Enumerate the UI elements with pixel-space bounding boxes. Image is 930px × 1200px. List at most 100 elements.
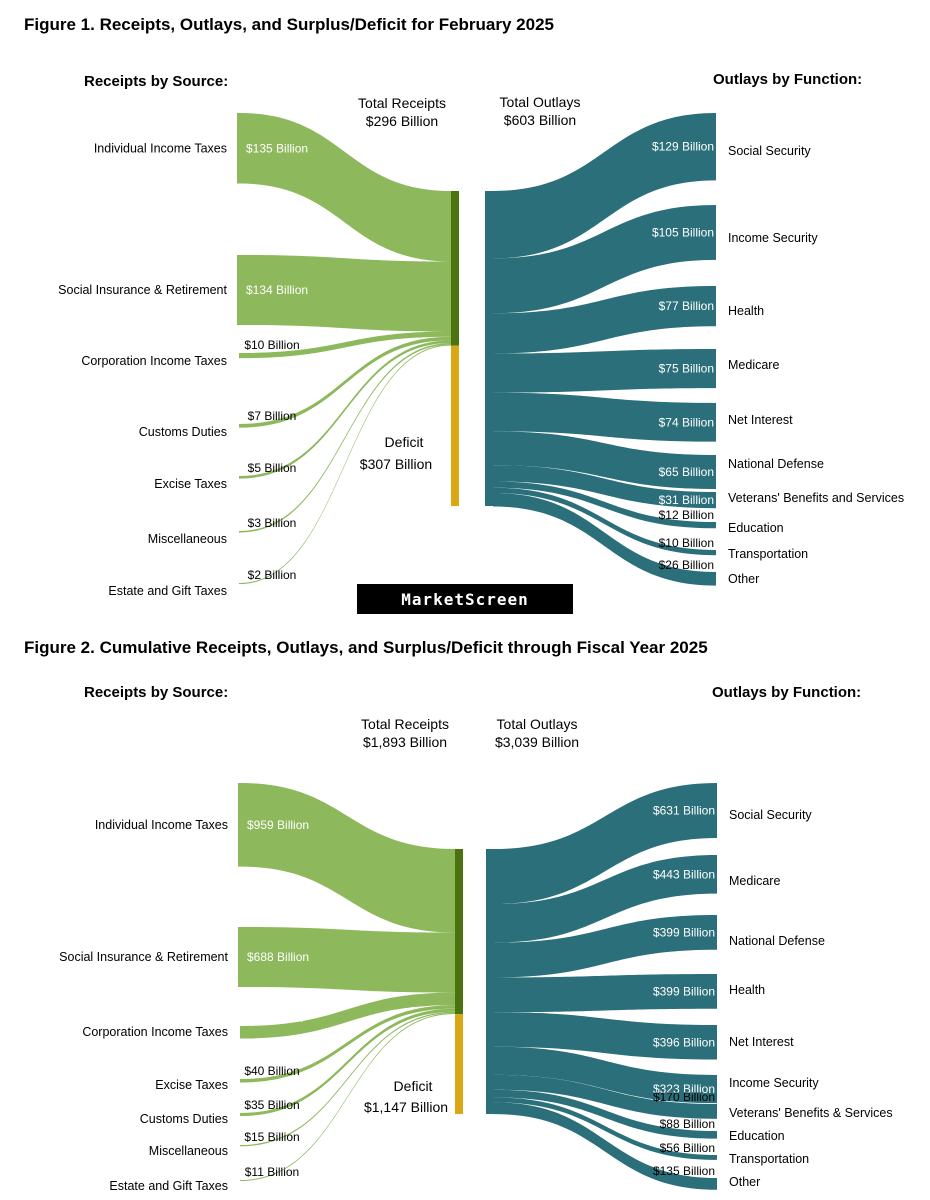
outlay-flow-income-security [493,205,716,314]
receipt-value-customs-duties: $7 Billion [248,409,297,423]
receipt-name-social-insurance-retirement: Social Insurance & Retirement [58,283,227,297]
receipt-node-social-insurance-retirement [237,255,239,325]
outlay-name-social-security: Social Security [728,144,811,158]
outlay-flow-national-defense [494,915,717,978]
outlay-value-education: $12 Billion [659,508,714,522]
outlay-flow-transportation [494,1097,717,1160]
outlay-flow-national-defense [493,431,716,489]
outlay-flow-social-security [493,113,716,259]
figure-1-outlays-heading: Outlays by Function: [713,71,862,88]
outlay-name-social-security: Social Security [729,808,812,822]
outlay-value-social-security: $129 Billion [652,140,714,154]
figure-2-receipts-heading: Receipts by Source: [84,684,228,701]
figure-1-total-receipts-value: $296 Billion [366,113,438,129]
figure-1-total-receipts-label: Total Receipts [358,95,446,111]
outlay-flow-net-interest [493,392,716,442]
receipt-value-corporation-income-taxes: $10 Billion [244,338,299,352]
figure-2-outlays-heading: Outlays by Function: [712,684,861,701]
receipt-flow-miscellaneous [239,343,451,533]
receipt-flow-corporation-income-taxes [239,331,451,359]
receipt-flow-social-insurance-retirement [239,255,451,332]
receipt-name-social-insurance-retirement: Social Insurance & Retirement [59,950,228,964]
figure-1-deficit-label: Deficit [385,434,424,450]
deficit-bar [451,345,459,506]
outlay-flow-other [493,492,716,586]
outlay-name-net-interest: Net Interest [728,413,793,427]
outlay-value-other: $26 Billion [659,558,714,572]
outlay-value-national-defense: $399 Billion [653,925,715,939]
outlay-name-transportation: Transportation [729,1152,809,1166]
receipt-value-estate-and-gift-taxes: $2 Billion [248,568,297,582]
receipt-flow-customs-duties [239,336,451,428]
receipt-name-customs-duties: Customs Duties [139,425,227,439]
receipt-value-estate-and-gift-taxes: $11 Billion [245,1165,299,1179]
receipt-flow-excise-taxes [240,1005,455,1083]
outlay-value-veterans-benefits-and-services: $31 Billion [659,493,714,507]
brand-text: MarketScreen [401,590,529,609]
outlay-value-national-defense: $65 Billion [659,465,714,479]
receipt-flow-social-insurance-retirement [240,927,455,993]
outlay-value-education: $88 Billion [660,1117,715,1131]
outlay-flow-net-interest [494,1012,717,1060]
outlay-value-other: $135 Billion [653,1164,715,1178]
outlay-flow-other [494,1102,717,1190]
outlay-flow-health [493,286,716,354]
receipt-name-corporation-income-taxes: Corporation Income Taxes [82,1025,228,1039]
receipt-flow-corporation-income-taxes [240,992,455,1039]
receipt-flow-excise-taxes [239,340,451,479]
outlay-flow-education [494,1089,717,1139]
outlay-flow-social-security [494,783,717,905]
figure-1-title: Figure 1. Receipts, Outlays, and Surplus… [24,15,554,34]
receipt-name-excise-taxes: Excise Taxes [155,1078,228,1092]
outlay-name-transportation: Transportation [728,547,808,561]
receipt-value-customs-duties: $35 Billion [244,1098,299,1112]
receipt-name-miscellaneous: Miscellaneous [149,1144,228,1158]
receipt-value-social-insurance-retirement: $688 Billion [247,950,309,964]
outlay-value-transportation: $10 Billion [659,536,714,550]
outlay-name-medicare: Medicare [728,358,779,372]
receipt-value-excise-taxes: $40 Billion [244,1064,299,1078]
outlay-name-education: Education [728,521,784,535]
total-outlays-bar [486,849,494,1114]
figure-2-deficit-value: $1,147 Billion [364,1099,448,1115]
outlay-flow-transportation [493,487,716,556]
figure-1-receipts-heading: Receipts by Source: [84,73,228,90]
receipt-name-customs-duties: Customs Duties [140,1112,228,1126]
outlay-flow-veterans-benefits-services [494,1074,717,1119]
outlay-name-health: Health [728,304,764,318]
outlay-value-health: $77 Billion [659,299,714,313]
figure-2-total-outlays-value: $3,039 Billion [495,734,579,750]
outlay-name-income-security: Income Security [729,1076,819,1090]
outlay-flow-education [493,481,716,529]
figure-1-total-outlays-value: $603 Billion [504,112,576,128]
outlay-name-veterans-benefits-and-services: Veterans' Benefits and Services [728,491,904,505]
outlay-value-income-security: $323 Billion [653,1082,715,1096]
receipt-value-social-insurance-retirement: $134 Billion [246,283,308,297]
deficit-bar [455,1014,463,1114]
receipt-value-individual-income-taxes: $135 Billion [246,141,308,155]
figure-1-deficit-value: $307 Billion [360,456,432,472]
outlay-value-medicare: $443 Billion [653,867,715,881]
outlay-value-net-interest: $396 Billion [653,1035,715,1049]
outlay-name-other: Other [729,1175,760,1189]
outlay-value-medicare: $75 Billion [659,362,714,376]
outlay-name-medicare: Medicare [729,874,780,888]
outlay-value-net-interest: $74 Billion [659,415,714,429]
outlay-flow-income-security [494,1046,717,1104]
receipt-name-estate-and-gift-taxes: Estate and Gift Taxes [108,584,227,598]
figure-2-deficit-label: Deficit [394,1078,433,1094]
outlay-value-health: $399 Billion [653,984,715,998]
outlay-flow-medicare [494,855,717,943]
outlay-name-veterans-benefits-services: Veterans' Benefits & Services [729,1106,893,1120]
receipt-value-excise-taxes: $5 Billion [248,461,297,475]
receipt-value-miscellaneous: $3 Billion [248,516,297,530]
receipt-name-corporation-income-taxes: Corporation Income Taxes [81,354,227,368]
figure-1-total-outlays-label: Total Outlays [500,94,581,110]
receipt-node-individual-income-taxes [238,783,240,867]
receipt-flow-estate-and-gift-taxes [240,1013,455,1181]
outlay-name-health: Health [729,983,765,997]
outlay-name-income-security: Income Security [728,231,818,245]
receipt-name-miscellaneous: Miscellaneous [148,532,227,546]
